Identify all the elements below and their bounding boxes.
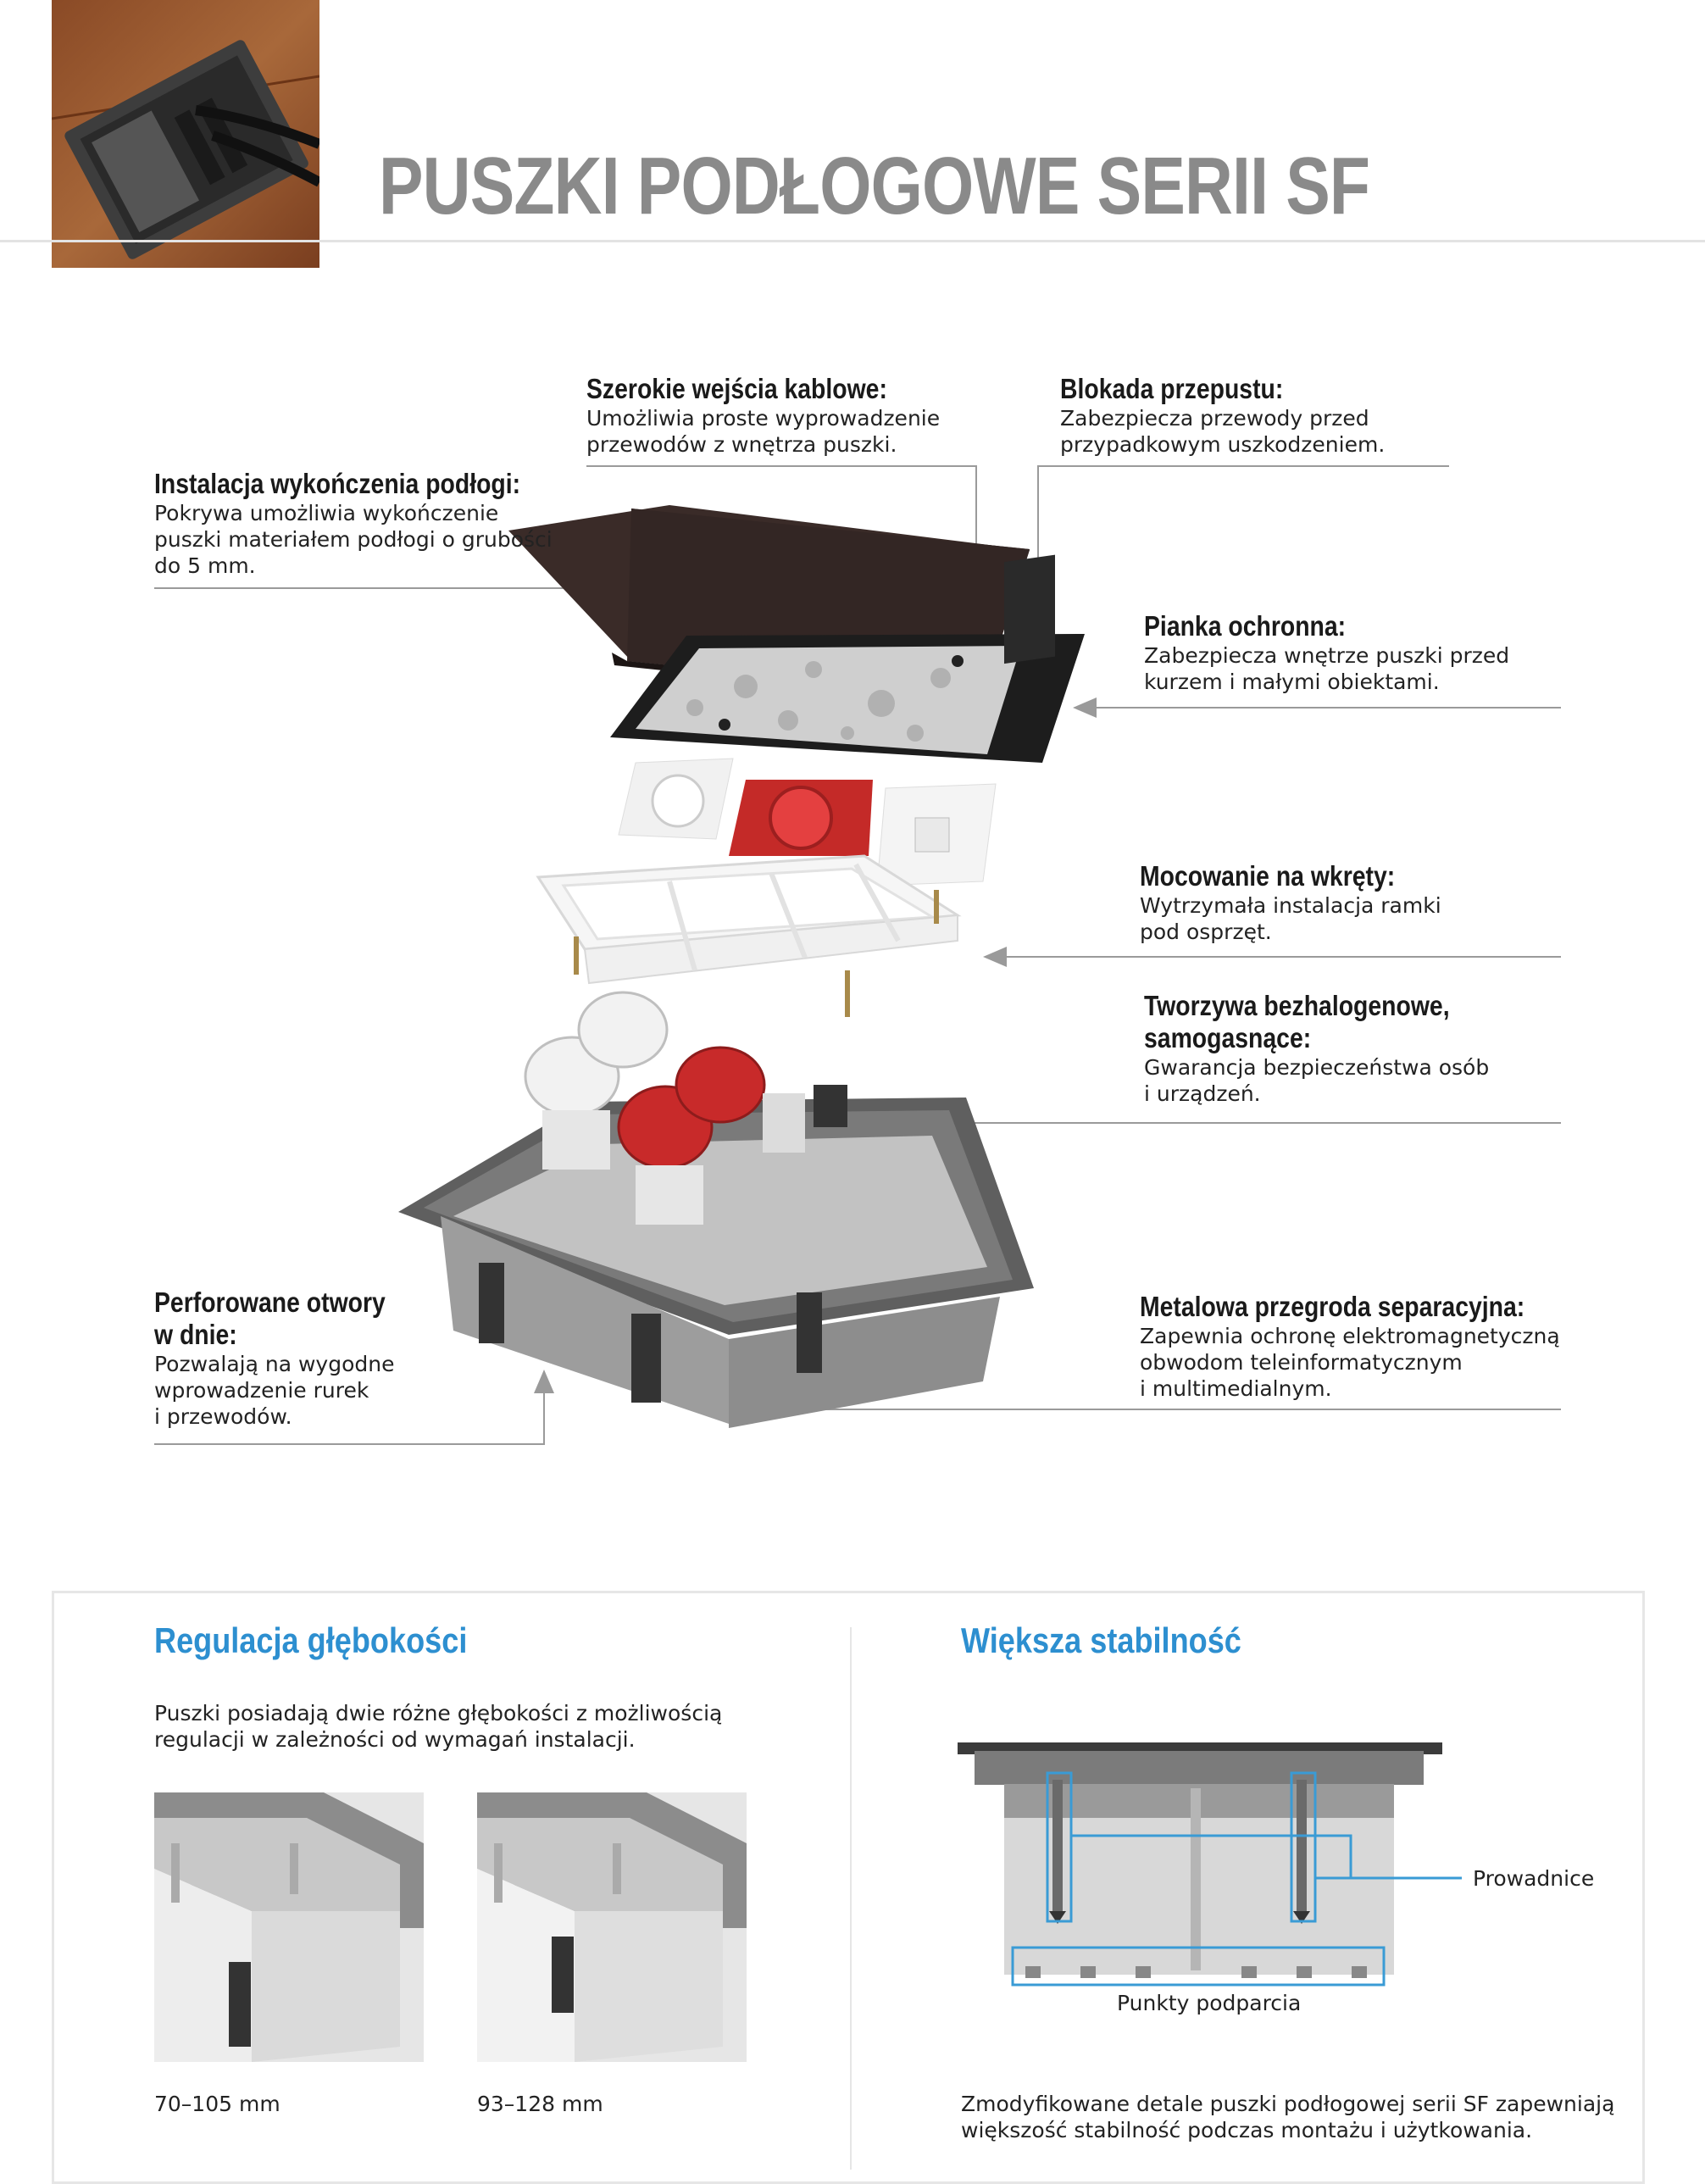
callout-metal-divider: Metalowa przegroda separacyjna: Zapewnia… <box>1140 1291 1587 1402</box>
callout-cable-entries: Szerokie wejścia kablowe: Umożliwia pros… <box>586 373 940 458</box>
stability-cross-section <box>958 1742 1462 1987</box>
depth-option-shallow: 70–105 mm <box>154 2092 280 2116</box>
callout-text-line: przewodów z wnętrza puszki. <box>586 432 897 457</box>
callout-text-line: Zapewnia ochronę elektromagnetyczną <box>1140 1324 1560 1348</box>
callout-text-line: i urządzeń. <box>1144 1081 1261 1106</box>
header-divider <box>0 240 1705 242</box>
callout-text-line: Zabezpiecza przewody przed <box>1060 406 1369 431</box>
callout-heading: Metalowa przegroda separacyjna: <box>1140 1291 1525 1322</box>
callout-passage-lock: Blokada przepustu: Zabezpiecza przewody … <box>1060 373 1385 458</box>
callout-heading: samogasnące: <box>1144 1022 1312 1053</box>
callout-text-line: obwodom teleinformatycznym <box>1140 1350 1463 1375</box>
label-guides: Prowadnice <box>1473 1866 1595 1891</box>
depth-section-heading: Regulacja głębokości <box>154 1620 468 1660</box>
label-support-points: Punkty podparcia <box>1117 1991 1302 2015</box>
callout-text-line: Pozwalają na wygodne <box>154 1352 395 1376</box>
callout-text-line: pod osprzęt. <box>1140 920 1272 944</box>
header-product-photo <box>51 0 322 268</box>
callout-heading: w dnie: <box>154 1319 237 1350</box>
depth-photo-shallow <box>154 1792 424 2062</box>
callout-perforated-holes: Perforowane otwory w dnie: Pozwalają na … <box>154 1287 423 1430</box>
callout-text-line: Zabezpiecza wnętrze puszki przed <box>1144 643 1510 668</box>
page-title: PUSZKI PODŁOGOWE SERII SF <box>379 141 1370 231</box>
callout-heading: Instalacja wykończenia podłogi: <box>154 468 521 499</box>
callout-heading: Tworzywa bezhalogenowe, <box>1144 990 1450 1021</box>
callout-heading: Szerokie wejścia kablowe: <box>586 373 887 404</box>
depth-option-deep: 93–128 mm <box>477 2092 603 2116</box>
callout-halogen-free: Tworzywa bezhalogenowe, samogasnące: Gwa… <box>1144 990 1499 1107</box>
callout-screw-mount: Mocowanie na wkręty: Wytrzymała instalac… <box>1140 860 1441 945</box>
callout-protective-foam: Pianka ochronna: Zabezpiecza wnętrze pus… <box>1144 610 1509 695</box>
callout-text-line: Umożliwia proste wyprowadzenie <box>586 406 941 431</box>
callout-text-line: wprowadzenie rurek <box>154 1378 369 1403</box>
callout-text-line: Wytrzymała instalacja ramki <box>1140 893 1441 918</box>
stability-text-line: Zmodyfikowane detale puszki podłogowej s… <box>961 2092 1615 2116</box>
callout-text-line: i multimedialnym. <box>1140 1376 1332 1401</box>
depth-text-line: Puszki posiadają dwie różne głębokości z… <box>154 1701 723 1726</box>
depth-photo-deep <box>477 1792 747 2062</box>
floor-box-exploded-illustration <box>398 505 1085 1428</box>
callout-text-line: Pokrywa umożliwia wykończenie <box>154 501 499 525</box>
callout-text-line: Gwarancja bezpieczeństwa osób <box>1144 1055 1490 1080</box>
callout-heading: Blokada przepustu: <box>1060 373 1284 404</box>
callout-text-line: przypadkowym uszkodzeniem. <box>1060 432 1386 457</box>
callout-heading: Pianka ochronna: <box>1144 610 1347 642</box>
panel-divider <box>850 1627 852 2170</box>
depth-text-line: regulacji w zależności od wymagań instal… <box>154 1727 636 1752</box>
callout-floor-finish: Instalacja wykończenia podłogi: Pokrywa … <box>154 468 580 579</box>
callout-text-line: puszki materiałem podłogi o grubości <box>154 527 553 552</box>
stability-text-line: większość stabilność podczas montażu i u… <box>961 2118 1533 2142</box>
callout-heading: Mocowanie na wkręty: <box>1140 860 1396 892</box>
stability-section-heading: Większa stabilność <box>961 1620 1241 1660</box>
callout-text-line: kurzem i małymi obiektami. <box>1144 670 1440 694</box>
callout-text-line: do 5 mm. <box>154 553 256 578</box>
callout-heading: Perforowane otwory <box>154 1287 386 1318</box>
callout-text-line: i przewodów. <box>154 1404 292 1429</box>
